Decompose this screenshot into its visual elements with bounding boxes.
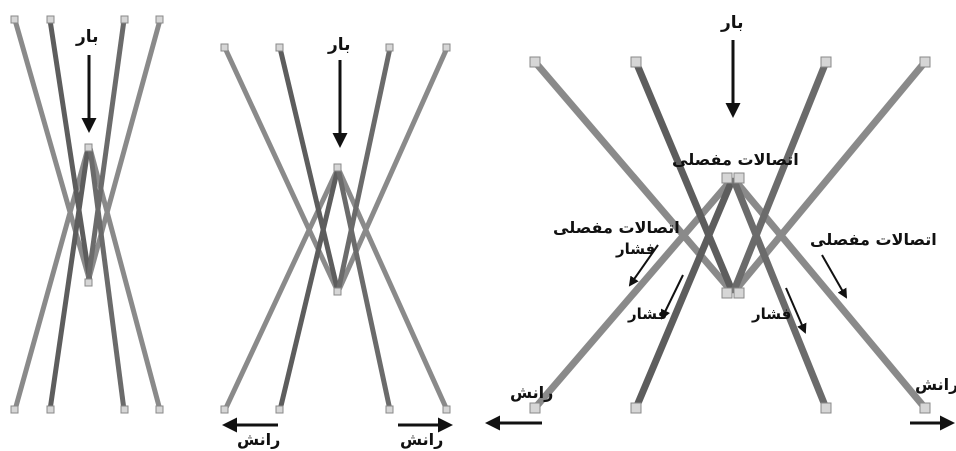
stage-3-compression-label-2: فشار: [628, 305, 668, 323]
stage-2-load-label: بار: [328, 35, 351, 55]
stage-3-compression-arrows: [628, 244, 847, 334]
stage-3-thrust-label-right: رانش: [915, 375, 956, 394]
stage-3-load-label: بار: [721, 13, 744, 33]
stage-2-thrust-label-left: رانش: [237, 430, 281, 449]
stage-3-structure: [529, 56, 931, 414]
stage-3-joints-label-center: اتصالات مفصلی: [672, 150, 799, 169]
stage-3-thrust-label-left: رانش: [510, 383, 554, 402]
stage-3-compression-label-3: فشار: [752, 305, 792, 323]
stage-2-thrust-label-right: رانش: [400, 430, 444, 449]
stage-1-load-label: بار: [76, 27, 99, 47]
stage-1-structure: [10, 15, 164, 414]
stage-3-joints-label-left: اتصالات مفصلی: [553, 218, 680, 237]
stage-2-structure: [220, 43, 451, 414]
stage-3-joints-label-right: اتصالات مفصلی: [810, 230, 937, 249]
stage-3-compression-label-1: فشار: [616, 240, 656, 258]
